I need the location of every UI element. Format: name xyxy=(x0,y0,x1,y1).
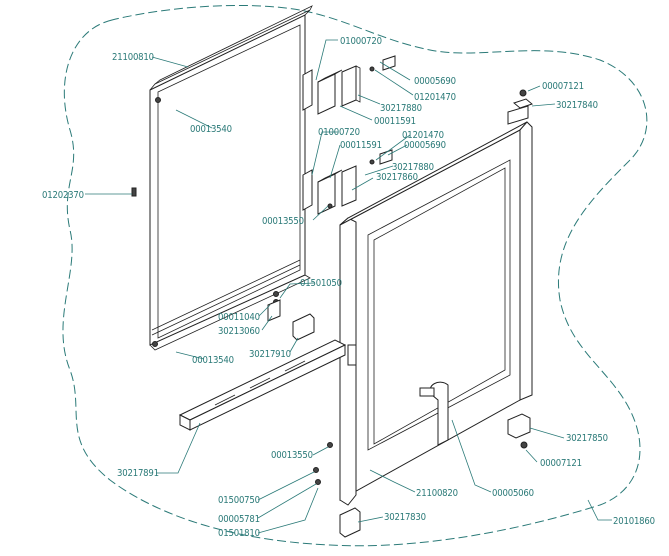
label-00005060: 00005060 xyxy=(492,488,534,499)
label-20101860: 20101860 xyxy=(613,516,655,527)
label-30217850: 30217850 xyxy=(566,433,608,444)
label-30217910: 30217910 xyxy=(249,349,291,360)
label-30217880-b: 30217880 xyxy=(392,162,434,173)
label-01500750: 01500750 xyxy=(218,495,260,506)
label-30217891: 30217891 xyxy=(117,468,159,479)
outer-door xyxy=(339,121,533,506)
label-00005690-b: 00005690 xyxy=(404,140,446,151)
label-00007121-b: 00007121 xyxy=(540,458,582,469)
label-00013550-a: 00013550 xyxy=(262,216,304,227)
label-01000720-b: 01000720 xyxy=(318,127,360,138)
bottom-pivot xyxy=(507,413,531,449)
label-21100820: 21100820 xyxy=(416,488,458,499)
label-00005781: 00005781 xyxy=(218,514,260,525)
label-01201470-b: 01201470 xyxy=(402,130,444,141)
label-30217840: 30217840 xyxy=(556,100,598,111)
part-labels: 21100810 00013540 01202370 00013540 0100… xyxy=(42,36,655,539)
assembly-outline xyxy=(62,5,648,547)
label-00005690-a: 00005690 xyxy=(414,76,456,87)
drip-tray xyxy=(178,339,347,431)
label-00013550-b: 00013550 xyxy=(271,450,313,461)
label-01201470-a: 01201470 xyxy=(414,92,456,103)
label-30217880-a: 30217880 xyxy=(380,103,422,114)
label-00011040: 00011040 xyxy=(218,312,260,323)
upper-hinge-assembly xyxy=(302,55,396,115)
label-30213060: 30213060 xyxy=(218,326,260,337)
label-00013540-top: 00013540 xyxy=(190,124,232,135)
label-00007121-a: 00007121 xyxy=(542,81,584,92)
center-brackets xyxy=(267,291,315,341)
label-01501810: 01501810 xyxy=(218,528,260,539)
inner-glass-panel xyxy=(131,5,313,351)
lower-screws xyxy=(313,442,333,485)
top-pivot xyxy=(507,89,534,125)
label-30217830: 30217830 xyxy=(384,512,426,523)
bottom-hinge-bracket xyxy=(339,507,361,538)
label-21100810: 21100810 xyxy=(112,52,154,63)
lower-hinge-assembly xyxy=(302,149,393,215)
label-00011591-a: 00011591 xyxy=(374,116,416,127)
label-30217860: 30217860 xyxy=(376,172,418,183)
leader-lines xyxy=(85,39,612,534)
label-00011591-b: 00011591 xyxy=(340,140,382,151)
label-01501050: 01501050 xyxy=(300,278,342,289)
label-01000720-a: 01000720 xyxy=(340,36,382,47)
label-01202370: 01202370 xyxy=(42,190,84,201)
label-00013540-bottom: 00013540 xyxy=(192,355,234,366)
